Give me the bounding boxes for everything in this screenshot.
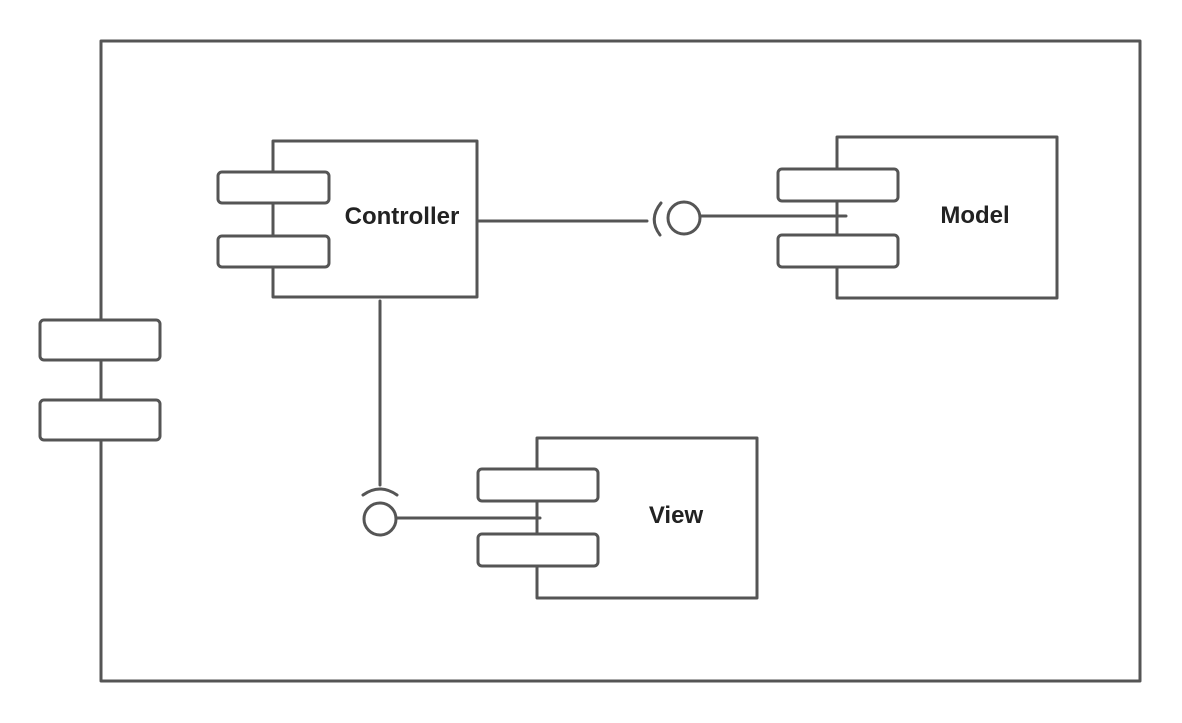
model-label: Model <box>940 202 1009 229</box>
controller-tab-bottom <box>216 234 331 269</box>
controller-tab-top <box>216 170 331 205</box>
model-tab-bottom <box>776 233 900 269</box>
provided-interface-lollipop-view <box>362 501 398 537</box>
provided-interface-lollipop-model <box>666 200 702 236</box>
controller-component[interactable]: Controller <box>216 139 479 299</box>
container-tab-top <box>38 318 162 362</box>
container-tab-bottom <box>38 398 162 442</box>
view-tab-bottom <box>476 532 600 568</box>
controller-label: Controller <box>345 203 460 230</box>
controller-view-connector[interactable] <box>361 299 542 537</box>
model-component[interactable]: Model <box>776 135 1059 300</box>
controller-model-connector[interactable] <box>475 200 848 237</box>
view-body <box>535 436 759 600</box>
required-interface-socket-down <box>361 487 399 497</box>
container-component[interactable] <box>38 39 1142 683</box>
view-component[interactable]: View <box>476 436 759 600</box>
model-tab-top <box>776 167 900 203</box>
view-tab-top <box>476 467 600 503</box>
view-label: View <box>649 502 704 529</box>
required-interface-socket-right <box>652 201 663 237</box>
controller-body <box>271 139 479 299</box>
